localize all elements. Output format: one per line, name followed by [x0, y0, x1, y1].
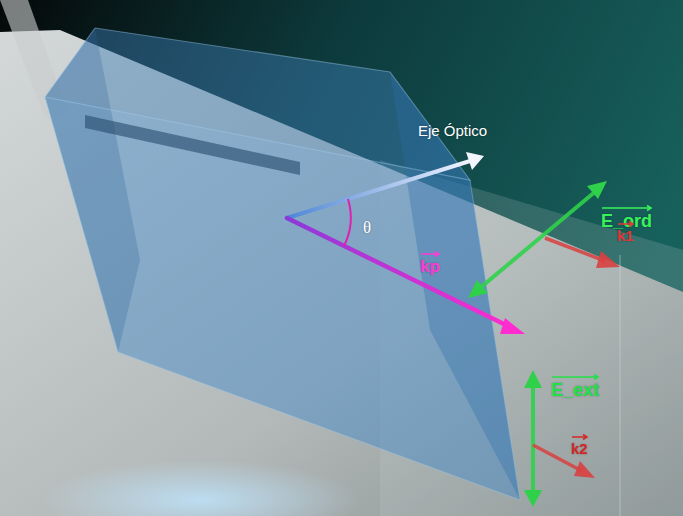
vector-label: k2	[571, 441, 588, 458]
angle-label: θ	[363, 219, 371, 238]
vector-arrow	[420, 251, 440, 257]
axis-label: Eje Óptico	[418, 123, 487, 140]
vector-arrow	[617, 221, 634, 227]
vector-label: k1	[617, 228, 634, 245]
vector-label: kp	[420, 258, 440, 277]
vector-arrow	[571, 434, 588, 440]
vector-label: E_ext	[551, 381, 599, 401]
vector-arrow	[601, 205, 652, 211]
vector-arrow	[551, 374, 599, 380]
